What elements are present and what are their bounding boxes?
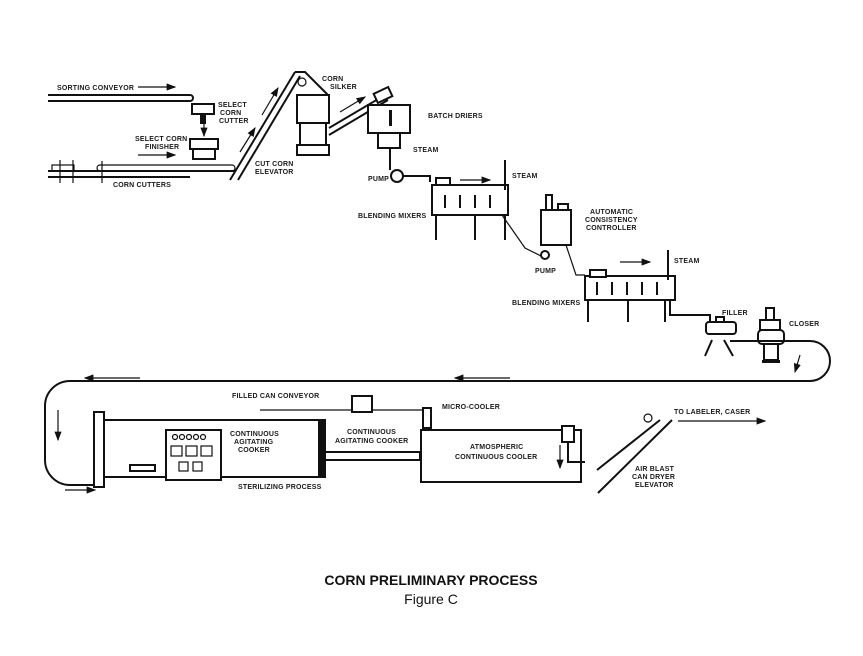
- label-acc-1: AUTOMATIC: [590, 209, 633, 216]
- label-pump-1: PUMP: [368, 176, 389, 183]
- corn-cutters-conveyor: [48, 160, 236, 183]
- label-air-blast-1: AIR BLAST: [635, 466, 675, 473]
- label-select-corn-finisher-1: SELECT CORN: [135, 136, 187, 143]
- label-sterilizing-process: STERILIZING PROCESS: [238, 484, 322, 491]
- figure-title: CORN PRELIMINARY PROCESS: [324, 572, 537, 588]
- label-cac1-3: COOKER: [238, 447, 270, 454]
- label-select-corn-cutter-1: SELECT: [218, 102, 247, 109]
- blending-mixers-1: [431, 160, 546, 259]
- label-air-blast-2: CAN DRYER: [632, 474, 675, 481]
- label-steam-1: STEAM: [413, 147, 439, 154]
- label-closer: CLOSER: [789, 321, 819, 328]
- label-micro-cooler: MICRO-COOLER: [442, 404, 500, 411]
- label-select-corn-cutter-2: CORN: [220, 110, 241, 117]
- label-acc-2: CONSISTENCY: [585, 217, 638, 224]
- label-cac1-2: AGITATING: [234, 439, 274, 446]
- label-steam-3: STEAM: [674, 258, 700, 265]
- continuous-agitating-cooker-1: [93, 411, 326, 488]
- atmospheric-continuous-cooler: [420, 407, 585, 483]
- label-corn-silker-2: SILKER: [330, 84, 357, 91]
- air-blast-can-dryer-elevator: [596, 413, 767, 494]
- cut-corn-elevator: [229, 71, 301, 181]
- label-filled-can-conveyor: FILLED CAN CONVEYOR: [232, 393, 319, 400]
- label-cac2-2: AGITATING COOKER: [335, 438, 408, 445]
- label-blending-mixers-1: BLENDING MIXERS: [358, 213, 426, 220]
- label-corn-cutters: CORN CUTTERS: [113, 182, 171, 189]
- closer: [757, 307, 785, 363]
- label-cut-corn-elevator-2: ELEVATOR: [255, 169, 294, 176]
- label-acc-3: CONTROLLER: [586, 225, 637, 232]
- label-filler: FILLER: [722, 310, 748, 317]
- return-conveyor: [44, 340, 831, 494]
- label-batch-driers: BATCH DRIERS: [428, 113, 483, 120]
- pump-1: [390, 169, 431, 183]
- figure-subtitle: Figure C: [404, 591, 458, 607]
- automatic-consistency-controller: [540, 194, 585, 276]
- label-atmo-2: CONTINUOUS COOLER: [455, 454, 537, 461]
- label-cac2-1: CONTINUOUS: [347, 429, 396, 436]
- label-pump-2: PUMP: [535, 268, 556, 275]
- label-select-corn-cutter-3: CUTTER: [219, 118, 249, 125]
- label-steam-2: STEAM: [512, 173, 538, 180]
- label-corn-silker-1: CORN: [322, 76, 343, 83]
- label-atmo-1: ATMOSPHERIC: [470, 444, 523, 451]
- label-to-labeler-caser: TO LABELER, CASER: [674, 409, 750, 416]
- corn-silker: [295, 71, 394, 156]
- label-sorting-conveyor: SORTING CONVEYOR: [57, 85, 134, 92]
- batch-driers: [367, 104, 411, 170]
- label-cac1-1: CONTINUOUS: [230, 431, 279, 438]
- sorting-conveyor: [48, 83, 194, 102]
- blending-mixers-2: [584, 250, 711, 322]
- filler: [704, 316, 737, 357]
- label-air-blast-3: ELEVATOR: [635, 482, 674, 489]
- label-blending-mixers-2: BLENDING MIXERS: [512, 300, 580, 307]
- select-corn-finisher: [138, 138, 219, 160]
- label-select-corn-finisher-2: FINISHER: [145, 144, 179, 151]
- label-cut-corn-elevator-1: CUT CORN: [255, 161, 294, 168]
- select-corn-cutter: [191, 103, 215, 138]
